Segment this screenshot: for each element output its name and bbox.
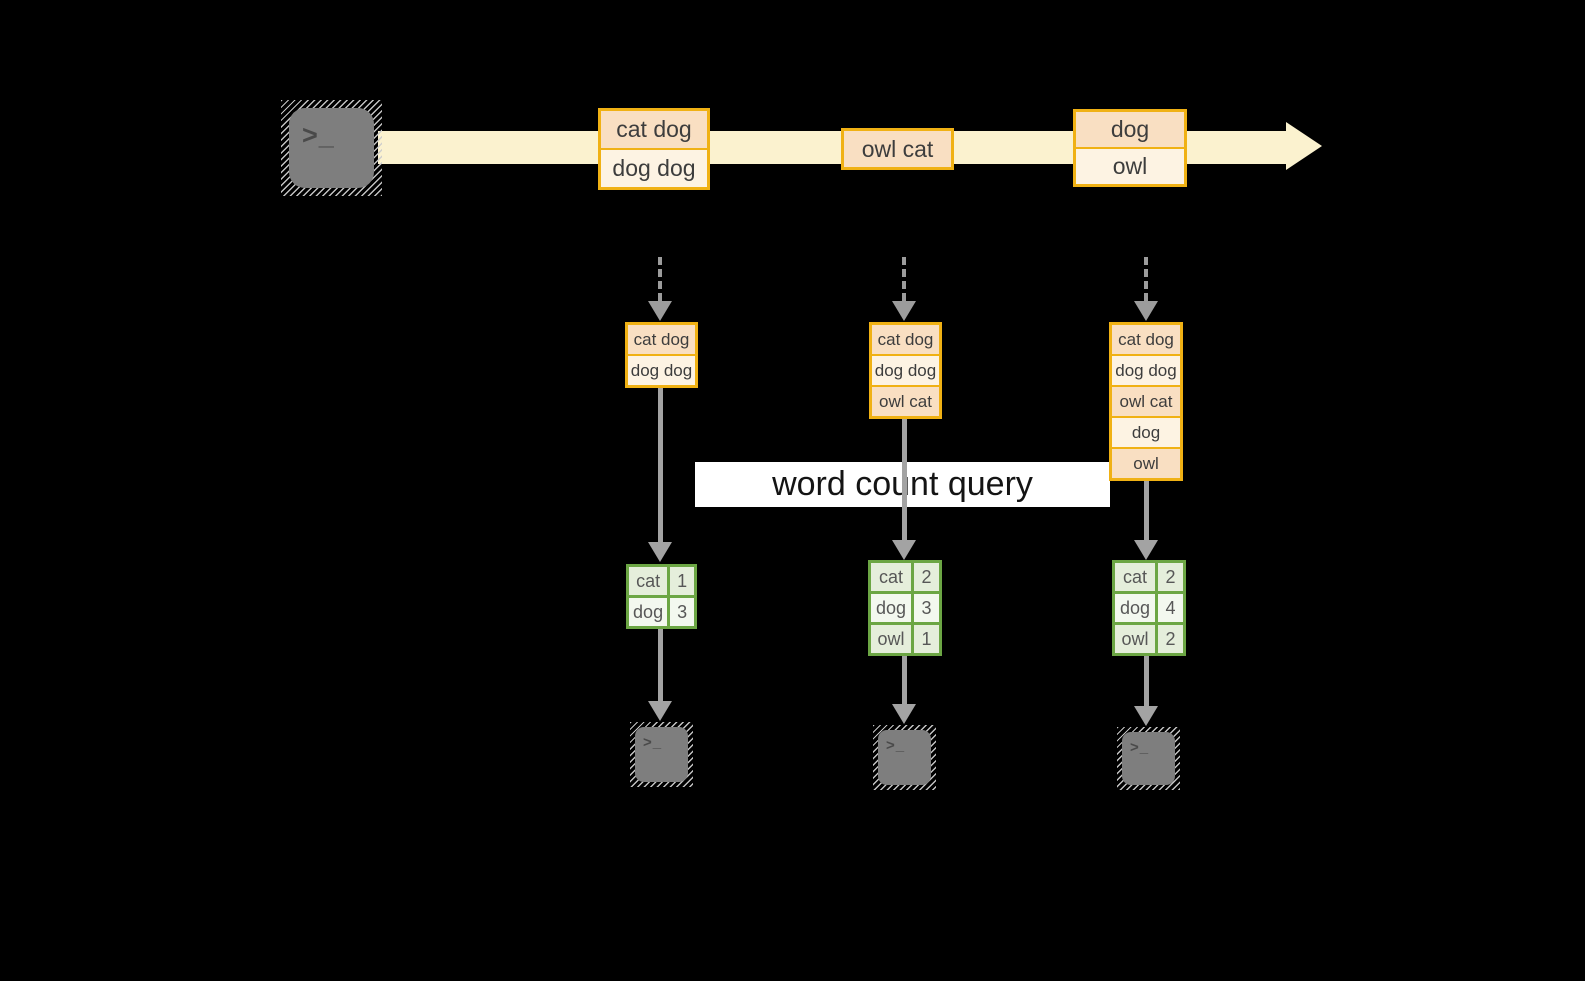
- word-cell: cat: [871, 563, 911, 591]
- word-cell: dog: [629, 598, 668, 626]
- record: owl cat: [844, 131, 951, 167]
- record: owl cat: [1112, 387, 1180, 416]
- record: owl: [1076, 149, 1184, 184]
- terminal-sink-icon-2: >_: [873, 725, 936, 790]
- terminal-body: >_: [878, 730, 931, 785]
- terminal-prompt-icon: >_: [1130, 739, 1150, 756]
- dashed-arrowhead-icon: [1134, 301, 1158, 321]
- word-cell: owl: [1115, 625, 1155, 653]
- record: owl: [1112, 449, 1180, 478]
- record: cat dog: [628, 325, 695, 354]
- stream-arrowhead-icon: [1286, 122, 1322, 170]
- arrow-line: [658, 629, 663, 701]
- word-cell: cat: [1115, 563, 1155, 591]
- count-cell: 2: [1158, 625, 1183, 653]
- arrowhead-icon: [648, 701, 672, 721]
- count-cell: 4: [1158, 594, 1183, 622]
- terminal-prompt-icon: >_: [886, 737, 906, 754]
- record: cat dog: [1112, 325, 1180, 354]
- arrow-line: [1144, 656, 1149, 706]
- count-cell: 3: [670, 598, 694, 626]
- arrow-line: [902, 419, 907, 540]
- count-table-2: cat 2 dog 3 owl 1: [868, 560, 942, 656]
- terminal-body: >_: [289, 108, 374, 188]
- input-stack-3: cat dog dog dog owl cat dog owl: [1109, 322, 1183, 481]
- count-table-3: cat 2 dog 4 owl 2: [1112, 560, 1186, 656]
- terminal-body: >_: [635, 727, 688, 782]
- dashed-arrow-line: [1144, 257, 1148, 301]
- terminal-body: >_: [1122, 732, 1175, 785]
- input-stack-1: cat dog dog dog: [625, 322, 698, 388]
- record: dog: [1112, 418, 1180, 447]
- arrow-line: [1144, 481, 1149, 540]
- count-cell: 2: [1158, 563, 1183, 591]
- terminal-source-icon: >_: [281, 100, 382, 196]
- record: dog dog: [1112, 356, 1180, 385]
- arrowhead-icon: [892, 704, 916, 724]
- word-cell: dog: [871, 594, 911, 622]
- input-stack-2: cat dog dog dog owl cat: [869, 322, 942, 419]
- stream-batch-3: dog owl: [1073, 109, 1187, 187]
- stream-batch-2: owl cat: [841, 128, 954, 170]
- record: owl cat: [872, 387, 939, 416]
- count-cell: 2: [914, 563, 939, 591]
- record: dog dog: [628, 356, 695, 385]
- dashed-arrowhead-icon: [892, 301, 916, 321]
- arrowhead-icon: [892, 540, 916, 560]
- count-cell: 3: [914, 594, 939, 622]
- word-cell: owl: [871, 625, 911, 653]
- count-cell: 1: [914, 625, 939, 653]
- record: cat dog: [601, 111, 707, 148]
- terminal-sink-icon-3: >_: [1117, 727, 1180, 790]
- count-cell: 1: [670, 567, 694, 595]
- arrowhead-icon: [648, 542, 672, 562]
- arrowhead-icon: [1134, 540, 1158, 560]
- record: dog dog: [601, 150, 707, 187]
- word-cell: cat: [629, 567, 668, 595]
- record: dog dog: [872, 356, 939, 385]
- record: cat dog: [872, 325, 939, 354]
- dashed-arrow-line: [658, 257, 662, 301]
- stream-batch-1: cat dog dog dog: [598, 108, 710, 190]
- arrow-line: [902, 656, 907, 704]
- terminal-prompt-icon: >_: [302, 120, 335, 150]
- dashed-arrowhead-icon: [648, 301, 672, 321]
- terminal-prompt-icon: >_: [643, 734, 663, 751]
- arrowhead-icon: [1134, 706, 1158, 726]
- word-cell: dog: [1115, 594, 1155, 622]
- arrow-line: [658, 388, 663, 542]
- record: dog: [1076, 112, 1184, 147]
- dashed-arrow-line: [902, 257, 906, 301]
- terminal-sink-icon-1: >_: [630, 722, 693, 787]
- count-table-1: cat 1 dog 3: [626, 564, 697, 629]
